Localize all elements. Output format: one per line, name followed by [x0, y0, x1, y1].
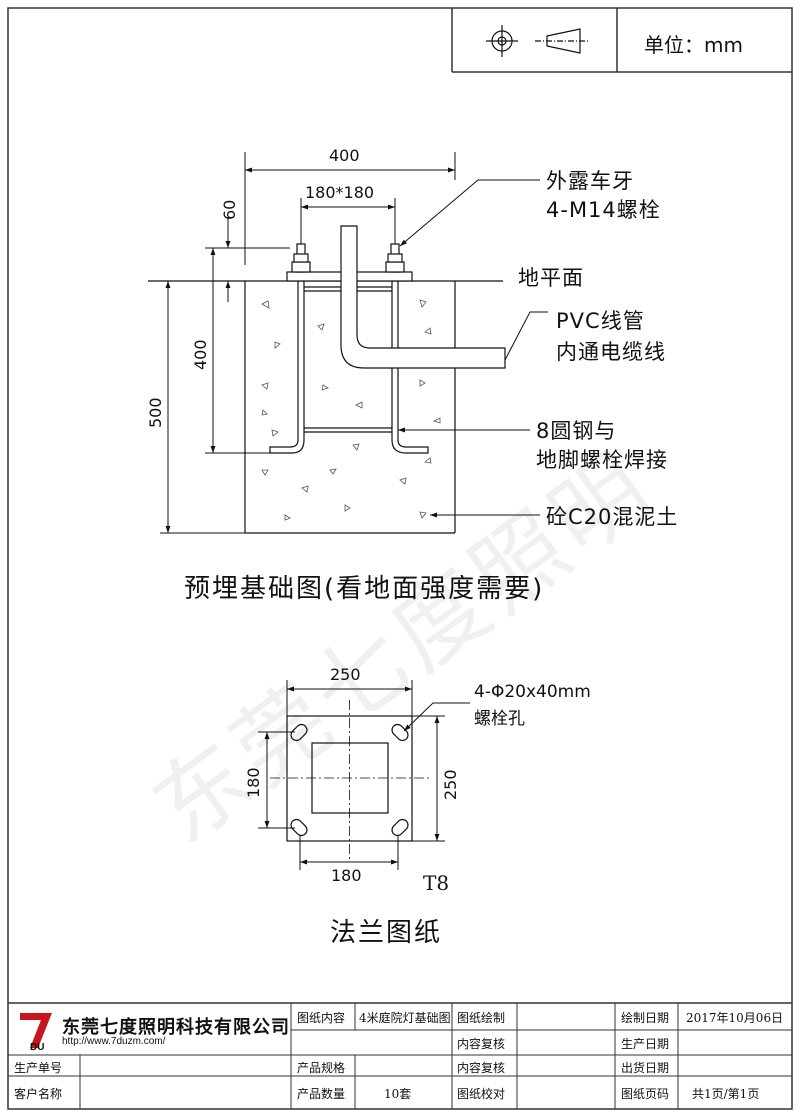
tb-qty-value: 10套	[384, 1087, 412, 1101]
company-name: 东莞七度照明科技有限公司	[62, 1017, 290, 1037]
flange-dim-bottom: 180	[331, 866, 362, 885]
flange-caption: 法兰图纸	[330, 918, 443, 948]
tb-review2-label: 内容复核	[457, 1061, 506, 1075]
flange-hole-label: 螺栓孔	[474, 709, 525, 729]
tb-draw-date-label: 绘制日期	[621, 1011, 670, 1025]
flange-plate	[270, 700, 430, 860]
flange-dim-right: 250	[441, 769, 460, 800]
company-logo-icon: DU	[20, 1013, 52, 1053]
tb-content-value: 4米庭院灯基础图	[359, 1011, 451, 1025]
tb-qty-label: 产品数量	[297, 1087, 346, 1101]
callout-thread-1: 外露车牙	[546, 169, 634, 193]
tb-drawn-label: 图纸绘制	[457, 1011, 506, 1025]
callout-pvc-1: PVC线管	[556, 309, 645, 333]
anchor-bolts	[269, 243, 429, 454]
foundation-dimensions	[160, 152, 456, 534]
callout-pvc-2: 内通电缆线	[556, 340, 666, 364]
tb-check-label: 图纸校对	[457, 1087, 506, 1101]
unit-label: 单位：mm	[644, 33, 743, 57]
tb-client-label: 客户名称	[14, 1087, 63, 1101]
callout-leaders	[398, 179, 548, 518]
callout-rebar-2: 地脚螺栓焊接	[536, 448, 668, 472]
flange-dim-left: 180	[244, 767, 263, 798]
first-angle-cone-icon	[535, 28, 590, 54]
tb-ship-date-label: 出货日期	[621, 1061, 670, 1075]
callout-thread-2: 4-M14螺栓	[546, 198, 661, 222]
tb-page-value: 共1页/第1页	[692, 1087, 760, 1101]
sheet-border	[7, 7, 793, 1110]
tb-spec-label: 产品规格	[297, 1061, 346, 1075]
tb-page-label: 图纸页码	[621, 1087, 670, 1101]
tb-prod-date-label: 生产日期	[621, 1037, 670, 1051]
dim-top-width: 400	[329, 146, 360, 165]
callout-rebar-1: 8圆钢与	[536, 419, 617, 443]
tb-review-label: 内容复核	[457, 1037, 506, 1051]
dim-exposed-height: 60	[220, 199, 239, 220]
dim-cage-depth: 400	[191, 339, 210, 370]
flange-dim-top: 250	[330, 665, 361, 684]
tb-content-label: 图纸内容	[297, 1011, 346, 1025]
callout-concrete: 砼C20混泥土	[546, 505, 679, 529]
pvc-conduit	[340, 225, 506, 369]
header-box	[451, 8, 792, 73]
concrete-aggregate	[261, 299, 441, 521]
tb-order-label: 生产单号	[14, 1061, 63, 1075]
concrete-block	[244, 281, 456, 534]
dim-total-depth: 500	[146, 397, 165, 428]
first-angle-circle-icon	[486, 25, 518, 57]
slot-holes	[290, 723, 409, 837]
svg-text:DU: DU	[30, 1042, 44, 1053]
flange-dimensions	[258, 680, 470, 870]
flange-hole-spec: 4-Φ20x40mm	[474, 682, 591, 702]
tb-draw-date-value: 2017年10月06日	[686, 1011, 784, 1025]
company-url: http://www.7duzm.com/	[62, 1036, 166, 1047]
callout-ground: 地平面	[518, 266, 584, 290]
flange-thickness: T8	[423, 871, 450, 895]
dim-bolt-spacing: 180*180	[305, 183, 375, 202]
foundation-caption: 预埋基础图(看地面强度需要)	[184, 574, 545, 604]
title-block-grid	[8, 1002, 792, 1109]
